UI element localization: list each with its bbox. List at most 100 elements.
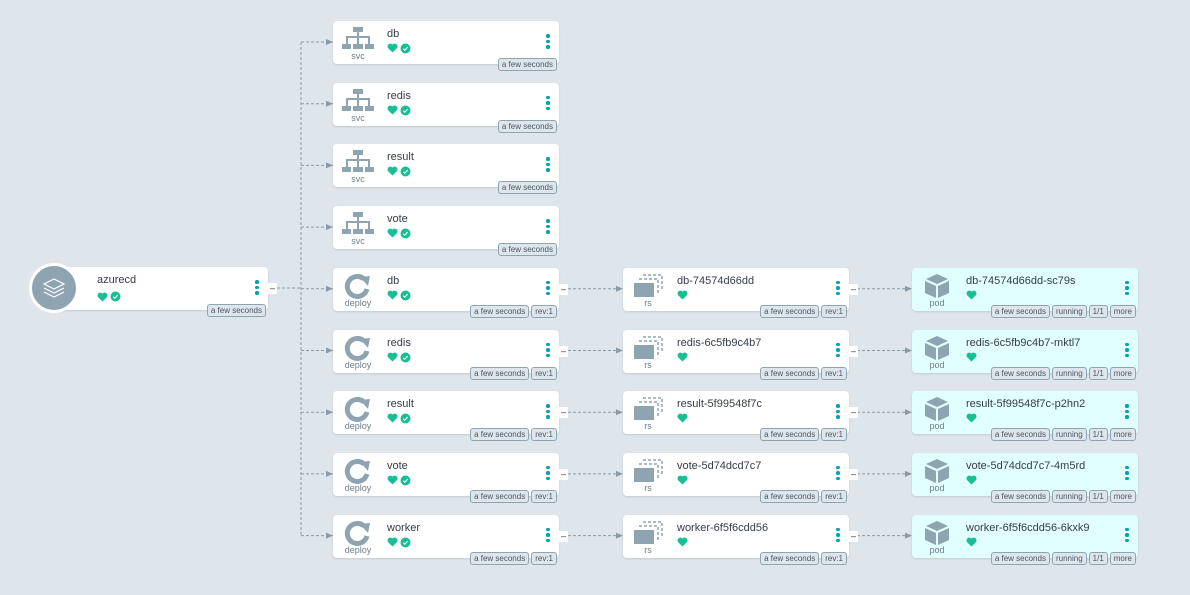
collapse-button[interactable]: –	[559, 345, 568, 357]
ready-tag: 1/1	[1088, 366, 1108, 380]
resource-menu-button[interactable]	[836, 465, 840, 482]
heart-icon	[387, 352, 398, 362]
collapse-button[interactable]: –	[559, 407, 568, 419]
resource-menu-button[interactable]	[836, 527, 840, 544]
cube-icon	[920, 520, 954, 546]
edge-arrow	[326, 100, 333, 107]
kind-label: pod	[929, 482, 945, 493]
redo-icon	[341, 335, 375, 361]
ready-tag: 1/1	[1088, 304, 1108, 318]
age-tag: a few seconds	[760, 304, 820, 318]
more-tag[interactable]: more	[1109, 489, 1136, 503]
resource-name: redis	[387, 336, 411, 349]
age-tag: a few seconds	[760, 366, 820, 380]
resource-menu-button[interactable]	[546, 342, 550, 359]
edge-arrow	[616, 532, 623, 539]
redo-icon	[341, 396, 375, 423]
edge-arrow	[326, 470, 333, 477]
ready-tag: 1/1	[1088, 551, 1108, 565]
collapse-button[interactable]: –	[559, 283, 568, 295]
kind-label: svc	[351, 236, 365, 247]
collapse-button[interactable]: –	[849, 530, 858, 542]
resource-menu-button[interactable]	[1125, 280, 1129, 297]
rev-tag: rev:1	[821, 551, 847, 565]
more-tag[interactable]: more	[1109, 551, 1136, 565]
clone-icon	[631, 335, 665, 361]
kind-label: pod	[929, 544, 945, 555]
resource-menu-button[interactable]	[836, 404, 840, 420]
collapse-button[interactable]: –	[849, 345, 858, 357]
resource-menu-button[interactable]	[1125, 527, 1129, 544]
collapse-button[interactable]: –	[849, 283, 858, 295]
resource-menu-button[interactable]	[836, 342, 840, 359]
resource-menu-button[interactable]	[546, 219, 550, 235]
heart-icon	[966, 352, 977, 362]
resource-menu-button[interactable]	[836, 280, 840, 297]
resource-menu-button[interactable]	[546, 157, 550, 173]
more-tag[interactable]: more	[1109, 428, 1136, 442]
edge-arrow	[616, 409, 623, 416]
age-tag: a few seconds	[990, 551, 1050, 565]
resource-menu-button[interactable]	[546, 527, 550, 544]
resource-name: result-5f99548f7c	[677, 398, 762, 411]
age-tag: a few seconds	[206, 304, 266, 317]
check-circle-icon	[400, 290, 411, 301]
age-tag: a few seconds	[497, 181, 557, 195]
resource-name: vote	[387, 459, 408, 472]
resource-menu-button[interactable]	[546, 404, 550, 420]
more-tag[interactable]: more	[1109, 304, 1136, 318]
kind-label: svc	[351, 174, 365, 185]
kind-label: rs	[644, 421, 652, 432]
resource-menu-button[interactable]	[546, 95, 550, 112]
resource-menu-button[interactable]	[546, 280, 550, 297]
kind-label: svc	[351, 51, 365, 61]
resource-menu-button[interactable]	[546, 34, 550, 50]
rev-tag: rev:1	[821, 366, 847, 380]
collapse-button[interactable]: –	[559, 530, 568, 542]
resource-menu-button[interactable]	[1125, 404, 1129, 420]
collapse-button[interactable]: –	[849, 468, 858, 480]
redo-icon	[341, 458, 375, 484]
collapse-button[interactable]: –	[559, 468, 568, 480]
app-node[interactable]: azurecd a few seconds –	[29, 263, 277, 317]
cube-icon	[920, 458, 954, 484]
resource-menu-button[interactable]	[1125, 465, 1129, 482]
resource-name: worker-6f5f6cdd56	[677, 521, 769, 534]
app-menu-button[interactable]	[255, 280, 259, 296]
resource-menu-button[interactable]	[546, 465, 550, 482]
edge-arrow	[326, 347, 333, 354]
heart-icon	[387, 290, 398, 300]
resource-name: redis-6c5fb9c4b7-mktl7	[966, 336, 1081, 349]
heart-icon	[387, 105, 398, 115]
more-tag[interactable]: more	[1109, 366, 1136, 380]
collapse-button[interactable]: –	[268, 283, 277, 294]
phase-tag: running	[1051, 551, 1087, 565]
phase-tag: running	[1051, 428, 1087, 442]
collapse-button[interactable]: –	[849, 407, 858, 419]
edge-arrow	[616, 470, 623, 477]
clone-icon	[631, 458, 665, 484]
resource-name: worker	[387, 521, 421, 534]
redo-icon	[341, 520, 375, 546]
resource-menu-button[interactable]	[1125, 342, 1129, 359]
kind-label: deploy	[344, 421, 372, 432]
